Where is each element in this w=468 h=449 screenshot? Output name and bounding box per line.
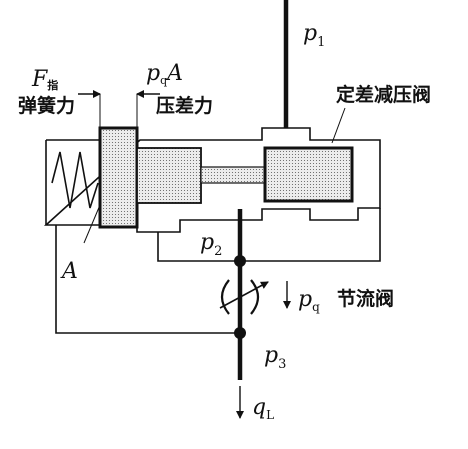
pressure-diff-force-label: 压差力 — [156, 94, 213, 117]
p2-feedback-line — [157, 208, 381, 262]
valve-body — [43, 127, 381, 233]
p2-label: p2 — [200, 230, 222, 259]
throttle-adjust-arrow — [219, 281, 269, 309]
pq-label: pq — [298, 287, 320, 314]
valve-leader — [331, 107, 346, 144]
throttle-name-label: 节流阀 — [337, 287, 394, 310]
p2-junction — [234, 255, 246, 267]
p3-label: p3 — [264, 343, 286, 372]
qL-label: qL — [252, 395, 274, 422]
A-label: A — [60, 259, 78, 284]
p1-label: p1 — [303, 21, 325, 50]
middle-spool — [136, 147, 202, 204]
throttle-left-arc — [220, 279, 230, 315]
A-leader — [83, 204, 101, 244]
valve-name-label: 定差减压阀 — [336, 83, 431, 106]
right-spool — [263, 146, 354, 203]
p3-feedback-line — [55, 225, 240, 334]
F-label: F指 — [31, 67, 58, 92]
spring-force-label: 弹簧力 — [18, 94, 75, 117]
spring — [51, 151, 99, 209]
pqA-label: pqA — [146, 61, 183, 87]
large-piston — [98, 126, 139, 229]
throttle-right-arc — [250, 279, 260, 315]
spool-rod — [200, 166, 266, 184]
p3-junction — [234, 327, 246, 339]
